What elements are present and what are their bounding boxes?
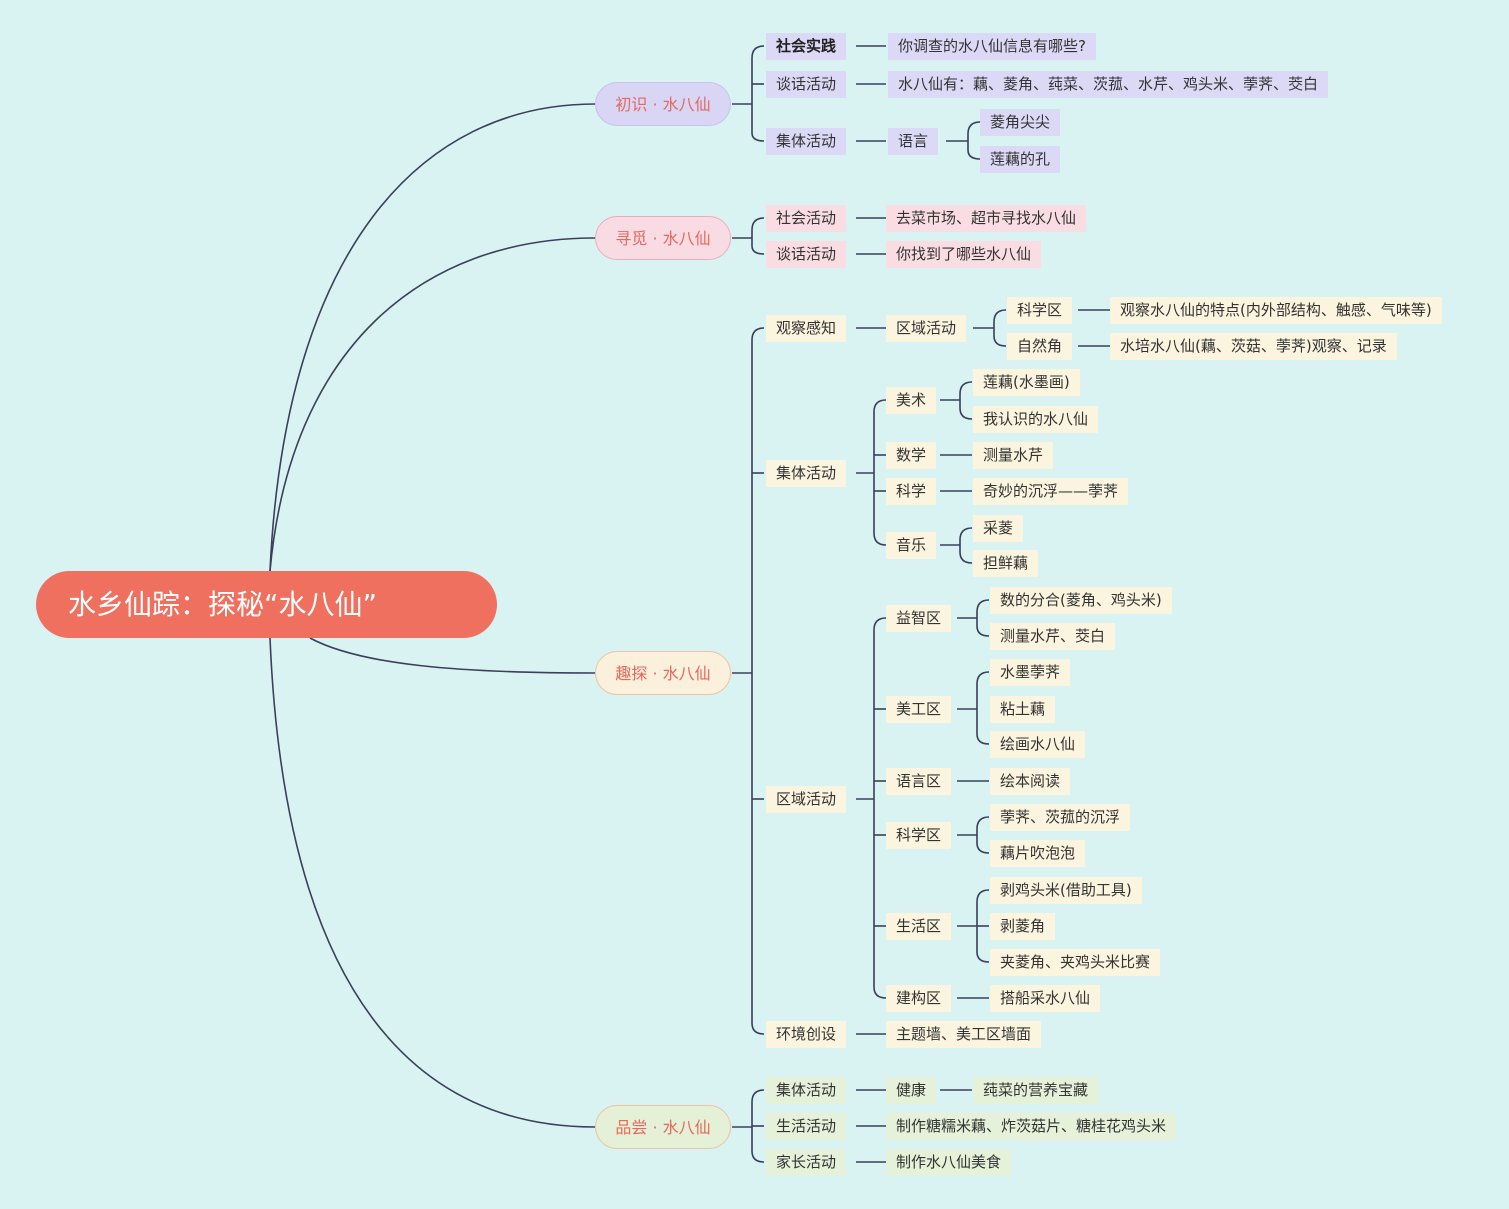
branch-chushi[interactable]: 初识 · 水八仙 (595, 82, 731, 126)
node-niantu-ou[interactable]: 粘土藕 (990, 696, 1056, 723)
node-danxianou[interactable]: 担鲜藕 (973, 550, 1039, 577)
node-quyu-huodong-a[interactable]: 区域活动 (886, 315, 967, 342)
node-shuxue[interactable]: 数学 (886, 442, 937, 469)
node-shuipei[interactable]: 水培水八仙(藕、茨菇、荸荠)观察、记录 (1110, 333, 1397, 360)
node-lianou-shuimohua[interactable]: 莲藕(水墨画) (973, 369, 1080, 396)
node-shenghuoqu[interactable]: 生活区 (886, 913, 952, 940)
node-shuimo-biqi[interactable]: 水墨荸荠 (990, 659, 1071, 686)
node-shenghuo-huodong[interactable]: 生活活动 (766, 1113, 847, 1140)
node-quyu-huodong-b[interactable]: 区域活动 (766, 786, 847, 813)
node-biqi-cigu-chenfu[interactable]: 荸荠、茨菰的沉浮 (990, 804, 1131, 831)
node-kexuequ-b[interactable]: 科学区 (886, 822, 952, 849)
node-huiben[interactable]: 绘本阅读 (990, 768, 1071, 795)
node-huanjing-chuangshe[interactable]: 环境创设 (766, 1021, 847, 1048)
node-dachuan[interactable]: 搭船采水八仙 (990, 985, 1101, 1012)
node-ziranjiao[interactable]: 自然角 (1007, 333, 1073, 360)
node-jiti-huodong-4[interactable]: 集体活动 (766, 1077, 847, 1104)
node-jiankang[interactable]: 健康 (886, 1077, 937, 1104)
node-yinyue[interactable]: 音乐 (886, 532, 937, 559)
node-qu-caishichang[interactable]: 去菜市场、超市寻找水八仙 (886, 205, 1087, 232)
branch-qutan[interactable]: 趣探 · 水八仙 (595, 651, 731, 695)
central-topic[interactable]: 水乡仙踪：探秘“水八仙” (36, 571, 497, 638)
node-zhizuo-meishi[interactable]: 制作水八仙美食 (886, 1149, 1012, 1176)
node-celiang-jiaobai[interactable]: 测量水芹、茭白 (990, 623, 1116, 650)
branch-xunmi[interactable]: 寻觅 · 水八仙 (595, 216, 731, 260)
node-tanhua-huodong-2[interactable]: 谈话活动 (766, 241, 847, 268)
node-chuncai-yingyang[interactable]: 莼菜的营养宝藏 (973, 1077, 1099, 1104)
node-jiti-huodong-3[interactable]: 集体活动 (766, 460, 847, 487)
node-shudefenhe[interactable]: 数的分合(菱角、鸡头米) (990, 587, 1172, 614)
node-woderenshi[interactable]: 我认识的水八仙 (973, 406, 1099, 433)
node-bo-jitoumi[interactable]: 剥鸡头米(借助工具) (990, 877, 1142, 904)
node-oupian-paopao[interactable]: 藕片吹泡泡 (990, 840, 1086, 867)
node-guancha-ganzhi[interactable]: 观察感知 (766, 315, 847, 342)
node-cailing[interactable]: 采菱 (973, 515, 1024, 542)
node-lianou-dekong[interactable]: 莲藕的孔 (980, 146, 1061, 173)
node-tanhua-huodong-1[interactable]: 谈话活动 (766, 71, 847, 98)
node-jiti-huodong-1[interactable]: 集体活动 (766, 128, 847, 155)
branch-pinchang[interactable]: 品尝 · 水八仙 (595, 1105, 731, 1149)
node-yuyan[interactable]: 语言 (888, 128, 939, 155)
node-jiazhang-huodong[interactable]: 家长活动 (766, 1149, 847, 1176)
node-zhaodao-naxie[interactable]: 你找到了哪些水八仙 (886, 241, 1042, 268)
node-guancha-tedian[interactable]: 观察水八仙的特点(内外部结构、触感、气味等) (1110, 297, 1442, 324)
node-kexuequ-a[interactable]: 科学区 (1007, 297, 1073, 324)
node-celiang-shuiqin[interactable]: 测量水芹 (973, 442, 1054, 469)
node-qimiao-chenfu[interactable]: 奇妙的沉浮——荸荠 (973, 478, 1129, 505)
node-zhizuo-meishi-list[interactable]: 制作糖糯米藕、炸茨菇片、糖桂花鸡头米 (886, 1113, 1177, 1140)
node-shehui-shijian[interactable]: 社会实践 (766, 33, 847, 60)
node-meishu[interactable]: 美术 (886, 387, 937, 414)
node-meigongqu[interactable]: 美工区 (886, 696, 952, 723)
node-huihua[interactable]: 绘画水八仙 (990, 731, 1086, 758)
node-jiangouqu[interactable]: 建构区 (886, 985, 952, 1012)
node-jia-bisai[interactable]: 夹菱角、夹鸡头米比赛 (990, 949, 1161, 976)
node-shehui-huodong[interactable]: 社会活动 (766, 205, 847, 232)
node-yuyanqu[interactable]: 语言区 (886, 768, 952, 795)
node-kexue[interactable]: 科学 (886, 478, 937, 505)
node-yizhiqu[interactable]: 益智区 (886, 605, 952, 632)
node-shuibaxian-list[interactable]: 水八仙有：藕、菱角、莼菜、茨菰、水芹、鸡头米、荸荠、茭白 (888, 71, 1329, 98)
node-bo-lingjiao[interactable]: 剥菱角 (990, 913, 1056, 940)
node-lingjiao-jianjian[interactable]: 菱角尖尖 (980, 109, 1061, 136)
node-diaocha-question[interactable]: 你调查的水八仙信息有哪些? (888, 33, 1096, 60)
node-zhutiqiang[interactable]: 主题墙、美工区墙面 (886, 1021, 1042, 1048)
